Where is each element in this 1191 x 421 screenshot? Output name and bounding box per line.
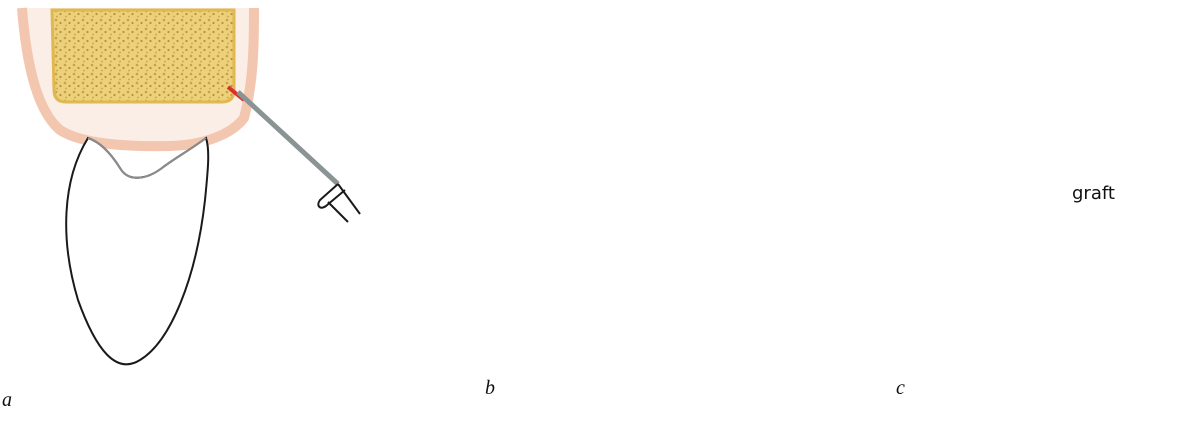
- panel-label-a: a: [2, 389, 12, 412]
- panel-label-b: b: [485, 377, 495, 400]
- instrument-handle: [318, 184, 360, 222]
- instrument-blade: [238, 92, 338, 184]
- alveolar-bone: [52, 10, 234, 102]
- tooth-crown: [66, 138, 208, 364]
- panel-a: [22, 8, 360, 364]
- panel-label-c: c: [896, 377, 905, 400]
- graft-label: graft: [1072, 183, 1115, 204]
